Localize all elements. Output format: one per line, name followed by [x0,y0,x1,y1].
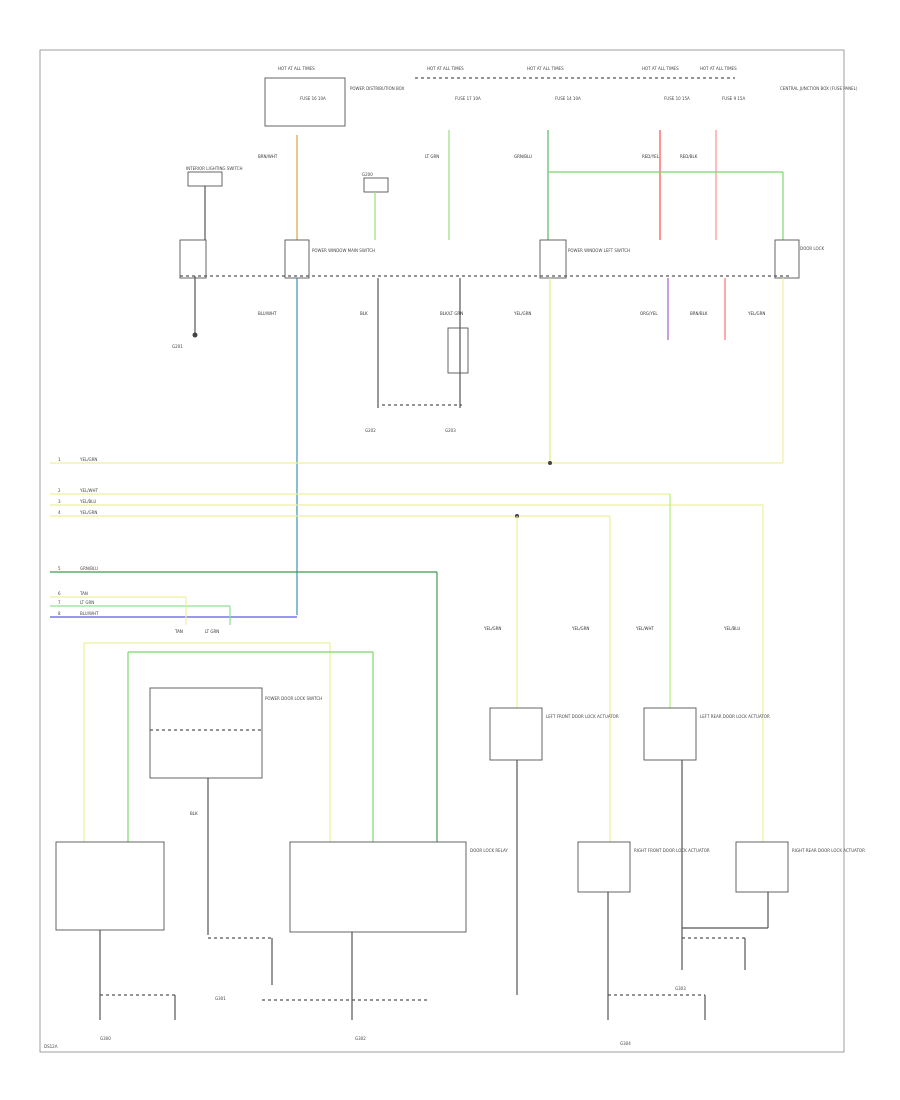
ground-label-5: G301 [215,996,226,1001]
interior-switch-box [187,171,223,187]
wire-label-blk-1: BLK [360,311,368,316]
diagram-frame [39,49,845,1053]
bus-4-label: YEL/GRN [79,510,97,515]
lock-unlock-module [149,687,263,779]
bus-5-label: GRN/BLU [80,566,98,571]
wire-label-red-blk: RED/BLK [680,154,698,159]
fuse-panel-3-fuse: FUSE 14 10A [555,96,581,101]
fuse-panel-5-fuse: FUSE 9 15A [722,96,745,101]
right-front-sw [577,841,631,893]
wire-label-yel-grn-2: YEL/GRN [747,311,765,316]
left-rear-sw [643,707,697,761]
right-rear-sw [735,841,789,893]
harness-tan-label: TAN [174,629,183,634]
wire-label-org-yel: ORG/YEL [640,311,658,316]
left-switch-box [539,239,567,279]
wire-label-red-yel: RED/YEL [642,154,660,159]
wire-label-yel-grn-1: YEL/GRN [513,311,531,316]
wire-label-grn-blu: GRN/BLU [514,154,532,159]
fuse-panel-5-header: HOT AT ALL TIMES [700,66,737,71]
page-ref: DS12A [44,1044,58,1049]
fuse-box-1 [264,77,346,127]
ground-label-1: G201 [172,344,183,349]
lock-unlock-label: POWER DOOR LOCK SWITCH [265,696,322,701]
wire-label-blk-lt-grn: BLK/LT GRN [440,311,463,316]
ground-label-4: G300 [100,1036,111,1041]
drop-label-4: YEL/BLU [723,626,740,631]
middle-lower-module [289,841,467,933]
ground-label-2: G202 [365,428,376,433]
bus-8-num: 8 [58,611,61,616]
fuse-panel-3-header: HOT AT ALL TIMES [527,66,564,71]
left-switch-label: POWER WINDOW LEFT SWITCH [568,248,630,253]
fuse-panel-2-fuse: FUSE 17 10A [455,96,481,101]
connector-box [447,327,469,374]
bus-1-dot [548,461,552,465]
bus-5-num: 5 [58,566,61,571]
fuse-panel-4-header: HOT AT ALL TIMES [642,66,679,71]
left-rear-sw-label: LEFT REAR DOOR LOCK ACTUATOR [700,714,770,719]
interior-switch-label: INTERIOR LIGHTING SWITCH [186,166,243,171]
fuse-box-label: CENTRAL JUNCTION BOX (FUSE PANEL) [780,86,858,91]
middle-relay-label: DOOR LOCK RELAY [470,848,508,853]
drop-label-2: YEL/GRN [571,626,589,631]
ignition-switch-box [179,239,207,279]
ground-sw-box [363,177,389,193]
ground-label-3: G203 [445,428,456,433]
fuse-panel-2-header: HOT AT ALL TIMES [427,66,464,71]
left-front-sw-label: LEFT FRONT DOOR LOCK ACTUATOR [546,714,619,719]
wire-label-blu-wht: BLU/WHT [258,311,277,316]
main-switch-label: POWER WINDOW MAIN SWITCH [312,248,375,253]
junction-box-label: POWER DISTRIBUTION BOX [350,86,405,91]
fuse-panel-4-fuse: FUSE 10 15A [664,96,690,101]
bus-7-label: LT GRN [80,600,94,605]
wire-label-brn-blk: BRN/BLK [690,311,708,316]
bus-1-label: YEL/GRN [79,457,97,462]
lock-unlock-wire-label: BLK [190,811,198,816]
bus-4-num: 4 [58,510,61,515]
bus-6-label: TAN [79,591,88,596]
bus-8-label: BLU/WHT [80,611,99,616]
door-lock-box [774,239,800,279]
left-front-sw [489,707,543,761]
fuse-panel-1-header: HOT AT ALL TIMES [278,66,315,71]
ground-label-7: G303 [675,986,686,991]
bus-1-num: 1 [58,457,61,462]
ground-sw-label: G200 [362,172,373,177]
bus-2-label: YEL/WHT [79,488,99,493]
main-switch-box [284,239,310,279]
left-lower-module [55,841,165,931]
bus-7-num: 7 [58,600,61,605]
bus-2-num: 2 [58,488,61,493]
wire-label-brn-wht: BRN/WHT [258,154,278,159]
right-front-sw-label: RIGHT FRONT DOOR LOCK ACTUATOR [634,848,710,853]
wire-label-lt-grn: LT GRN [425,154,439,159]
bus-6-num: 6 [58,591,61,596]
right-rear-sw-label: RIGHT REAR DOOR LOCK ACTUATOR [792,848,865,853]
harness-ltgrn-label: LT GRN [205,629,219,634]
ground-label-6: G302 [355,1036,366,1041]
bus-3-num: 3 [58,499,61,504]
door-lock-label: DOOR LOCK [800,246,824,251]
ground-label-8: G304 [620,1041,631,1046]
drop-label-1: YEL/GRN [483,626,501,631]
drop-label-3: YEL/WHT [635,626,655,631]
fuse-panel-1-fuse: FUSE 16 10A [300,96,326,101]
bus-3-label: YEL/BLU [79,499,96,504]
ground-dot-1 [192,332,198,338]
